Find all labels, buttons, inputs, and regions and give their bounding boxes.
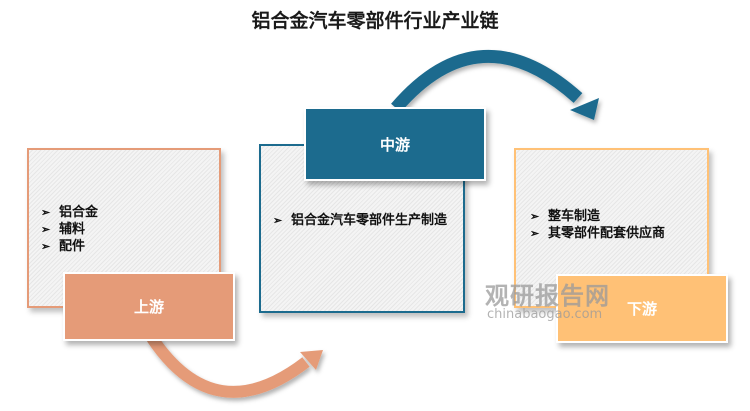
list-item: 配件 xyxy=(41,238,98,255)
midstream-arrowhead xyxy=(570,98,599,120)
list-item: 整车制造 xyxy=(530,208,665,225)
midstream-list: 铝合金汽车零部件生产制造 xyxy=(273,212,453,229)
upstream-to-midstream-arrow xyxy=(147,334,310,398)
watermark: 观研报告网 chinabaogao.com xyxy=(445,276,610,322)
list-item: 辅料 xyxy=(41,221,98,238)
downstream-label: 下游 xyxy=(556,274,728,343)
list-item: 铝合金汽车零部件生产制造 xyxy=(273,212,453,229)
list-item: 铝合金 xyxy=(41,204,98,221)
upstream-label: 上游 xyxy=(63,272,235,341)
upstream-arrowhead xyxy=(300,350,323,370)
watermark-en: chinabaogao.com xyxy=(487,307,603,322)
midstream-label: 中游 xyxy=(304,107,486,181)
list-item: 其零部件配套供应商 xyxy=(530,225,665,242)
diagram-title: 铝合金汽车零部件行业产业链 xyxy=(251,10,499,32)
downstream-list: 整车制造 其零部件配套供应商 xyxy=(530,208,665,242)
upstream-list: 铝合金 辅料 配件 xyxy=(41,204,98,255)
midstream-to-downstream-arrow xyxy=(391,50,583,113)
watermark-cn: 观研报告网 xyxy=(485,282,610,310)
